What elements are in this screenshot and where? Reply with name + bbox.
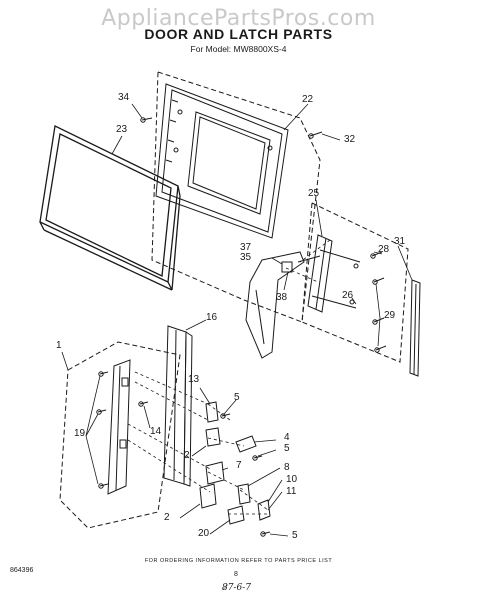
latch-rail-part — [409, 279, 421, 377]
callout-23: 23 — [116, 124, 128, 135]
callout-37: 37 — [240, 242, 252, 253]
group-outline-hinge-bracket — [59, 341, 181, 529]
group-outline-door-frame — [151, 71, 321, 323]
latch-housing-part — [307, 234, 361, 313]
door-panel-part — [39, 125, 181, 291]
callout-32: 32 — [344, 134, 356, 145]
callout-11: 11 — [286, 486, 297, 497]
handwritten-note: 8̷7-6-7 — [222, 583, 251, 593]
door-frame-part — [155, 83, 289, 239]
screw-fasteners — [96, 117, 387, 537]
callout-29: 29 — [384, 310, 396, 321]
model-subtitle: For Model: MW8800XS-4 — [190, 44, 287, 54]
callout-38: 38 — [276, 292, 288, 303]
callout-leader-lines — [61, 103, 413, 537]
callout-2-lower: 2 — [164, 512, 170, 523]
callout-20: 20 — [198, 528, 210, 539]
dashed-leader-lines — [127, 239, 331, 515]
callout-25: 25 — [308, 188, 320, 199]
callout-8: 8 — [284, 462, 290, 473]
callout-10: 10 — [286, 474, 298, 485]
callout-13: 13 — [188, 374, 200, 385]
callout-16: 16 — [206, 312, 218, 323]
latch-lever-part — [245, 251, 321, 359]
ordering-footnote: FOR ORDERING INFORMATION REFER TO PARTS … — [144, 558, 333, 564]
group-outline-latch-housing — [301, 202, 409, 363]
callout-5-lower: 5 — [292, 530, 298, 541]
hinge-bracket-part — [107, 359, 131, 495]
callout-5-middle: 5 — [284, 443, 290, 454]
document-number: 864396 — [10, 567, 34, 574]
callout-14: 14 — [150, 426, 162, 437]
callout-22: 22 — [302, 94, 314, 105]
callout-1: 1 — [56, 340, 62, 351]
small-hardware-parts — [199, 401, 271, 525]
page-number: 8 — [234, 571, 238, 578]
callout-31: 31 — [394, 236, 406, 247]
callout-28: 28 — [378, 244, 390, 255]
callout-26: 26 — [342, 290, 354, 301]
watermark: AppliancePartsPros.com — [101, 6, 376, 31]
page-title: DOOR AND LATCH PARTS — [144, 26, 333, 42]
callout-5-upper: 5 — [234, 392, 240, 403]
callout-2-upper: 2 — [184, 450, 190, 461]
hinge-channel-part — [163, 325, 193, 487]
callout-7: 7 — [236, 460, 242, 471]
callout-34: 34 — [118, 92, 130, 103]
callout-4: 4 — [284, 432, 290, 443]
callout-35: 35 — [240, 252, 252, 263]
callout-19: 19 — [74, 428, 86, 439]
